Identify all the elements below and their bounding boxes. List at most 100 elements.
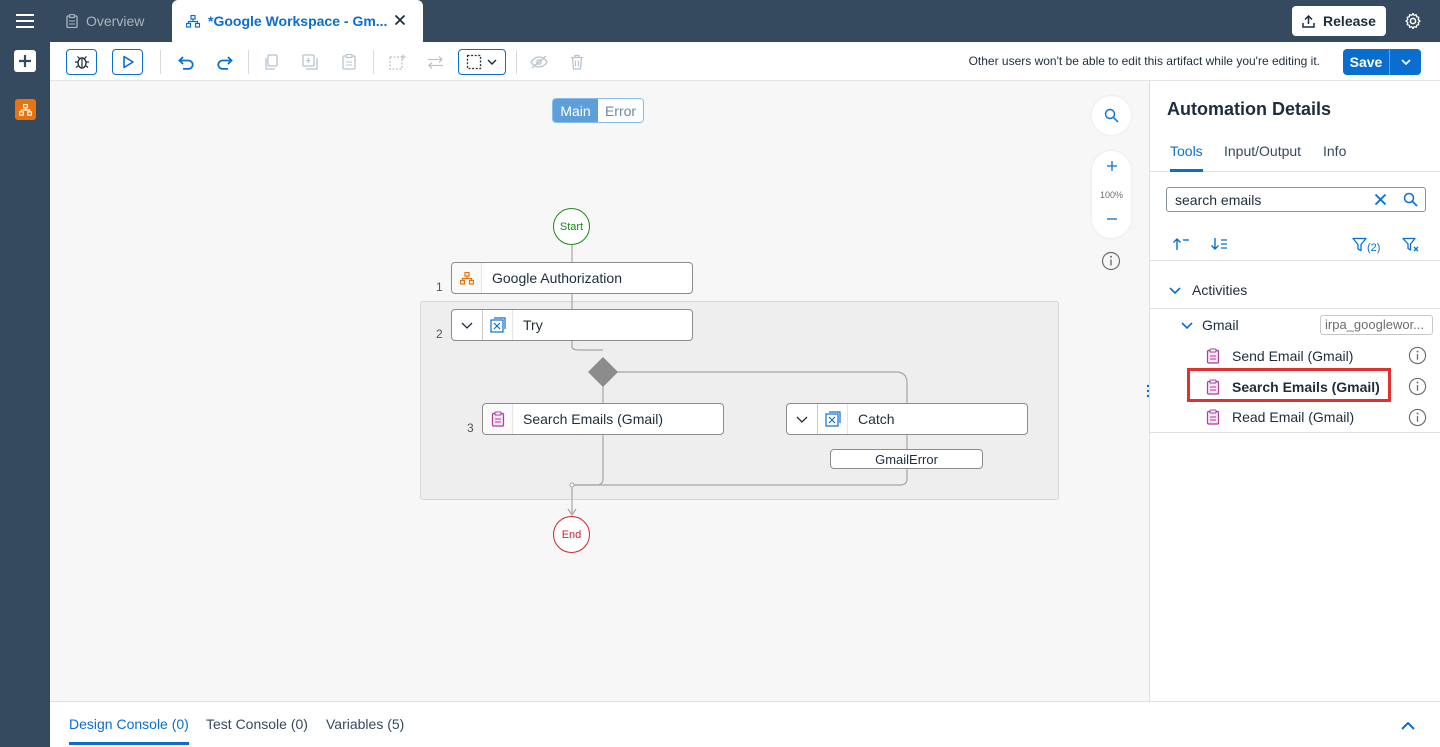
error-type-chip[interactable]: GmailError <box>830 449 983 469</box>
tab-test-console[interactable]: Test Console (0) <box>206 716 308 732</box>
flow-canvas[interactable]: Main Error Start End 1 Google Authorizat… <box>50 81 1148 701</box>
tool-search-emails[interactable]: Search Emails (Gmail) <box>1150 371 1440 402</box>
filter-count: (2) <box>1367 242 1381 254</box>
release-button[interactable]: Release <box>1292 6 1386 36</box>
expand-console-button[interactable] <box>1398 716 1420 738</box>
add-frame-icon <box>388 54 405 70</box>
selection-mode-dropdown[interactable] <box>458 49 506 75</box>
copy-icon <box>264 53 278 70</box>
save-options-button[interactable] <box>1390 49 1421 75</box>
add-artifact-button[interactable] <box>14 50 36 72</box>
package-name-badge: irpa_googlewor... <box>1320 315 1433 335</box>
tools-sort-toolbar: (2) <box>1150 231 1440 261</box>
duplicate-button[interactable] <box>297 49 323 75</box>
flow-connectors <box>567 245 908 517</box>
toolbar-separator <box>160 50 161 74</box>
node-label: Catch <box>858 411 895 427</box>
chevron-up-icon <box>1401 721 1415 730</box>
close-icon <box>1374 193 1386 206</box>
add-group-button[interactable] <box>384 49 410 75</box>
search-submit-button[interactable] <box>1395 188 1425 211</box>
info-icon <box>1408 377 1427 396</box>
zoom-out-button[interactable] <box>1106 212 1118 230</box>
collapse-all-button[interactable] <box>1172 233 1190 255</box>
side-navigation <box>0 42 50 747</box>
start-node[interactable]: Start <box>553 208 590 245</box>
filter-icon <box>1352 237 1367 251</box>
toolbar-separator <box>516 50 517 74</box>
tools-search-input[interactable]: search emails <box>1166 187 1426 212</box>
tab-tools[interactable]: Tools <box>1170 143 1203 172</box>
resize-handle-icon[interactable] <box>1145 383 1151 399</box>
disable-button[interactable] <box>526 49 552 75</box>
swap-button[interactable] <box>422 49 448 75</box>
play-icon <box>122 55 134 69</box>
tool-read-email[interactable]: Read Email (Gmail) <box>1150 402 1440 433</box>
undo-button[interactable] <box>173 49 199 75</box>
tool-info-button[interactable] <box>1408 346 1427 368</box>
node-google-authorization[interactable]: Google Authorization <box>451 262 693 294</box>
canvas-search-button[interactable] <box>1092 96 1131 135</box>
delete-button[interactable] <box>564 49 590 75</box>
copy-button[interactable] <box>258 49 284 75</box>
zoom-in-button[interactable] <box>1106 159 1118 177</box>
tool-send-email[interactable]: Send Email (Gmail) <box>1150 340 1440 371</box>
activity-clipboard-icon <box>1202 406 1224 428</box>
shell-header: Overview *Google Workspace - Gm... Relea… <box>0 0 1440 42</box>
clear-filter-icon <box>1402 237 1419 251</box>
nav-automation[interactable] <box>15 99 36 120</box>
tool-info-button[interactable] <box>1408 408 1427 430</box>
panel-title: Automation Details <box>1167 99 1332 119</box>
segment-error[interactable]: Error <box>598 99 643 122</box>
redo-button[interactable] <box>211 49 237 75</box>
tool-label: Read Email (Gmail) <box>1232 409 1355 425</box>
tab-info[interactable]: Info <box>1323 143 1347 159</box>
clear-search-button[interactable] <box>1365 188 1395 211</box>
info-icon <box>1408 408 1427 427</box>
clear-filter-button[interactable] <box>1402 233 1420 255</box>
flow-segmented-button: Main Error <box>552 98 644 123</box>
collapse-toggle[interactable] <box>452 310 483 340</box>
tab-input-output[interactable]: Input/Output <box>1224 143 1302 159</box>
tab-variables[interactable]: Variables (5) <box>326 716 405 732</box>
tool-info-button[interactable] <box>1408 377 1427 399</box>
zoom-level[interactable]: 100% <box>1099 189 1124 200</box>
sort-ascending-icon <box>1173 238 1189 250</box>
paste-button[interactable] <box>336 49 362 75</box>
close-tab-button[interactable] <box>391 11 409 32</box>
segment-main[interactable]: Main <box>553 99 598 122</box>
sitemap-icon <box>459 271 474 285</box>
tab-overview[interactable]: Overview <box>58 0 170 42</box>
node-search-emails[interactable]: Search Emails (Gmail) <box>482 403 724 435</box>
bug-icon <box>74 56 89 69</box>
search-input-value[interactable]: search emails <box>1175 191 1262 208</box>
end-node[interactable]: End <box>553 516 590 553</box>
redo-icon <box>216 55 233 70</box>
save-label[interactable]: Save <box>1343 49 1390 75</box>
run-button[interactable] <box>112 49 143 75</box>
tab-google-workspace[interactable]: *Google Workspace - Gm... <box>172 0 423 42</box>
node-try[interactable]: Try <box>451 309 693 341</box>
panel-tab-bar: Tools Input/Output Info <box>1150 139 1440 172</box>
marquee-select-icon <box>466 54 482 70</box>
tab-overview-label: Overview <box>86 13 145 29</box>
node-icon <box>818 404 848 434</box>
gmail-group-header[interactable]: Gmail irpa_googlewor... <box>1150 311 1440 339</box>
console-bar: Design Console (0) Test Console (0) Vari… <box>50 701 1440 747</box>
menu-button[interactable] <box>0 0 50 42</box>
filter-button[interactable]: (2) <box>1352 233 1380 255</box>
node-catch[interactable]: Catch <box>786 403 1028 435</box>
try-catch-icon <box>489 317 506 333</box>
sort-button[interactable] <box>1210 233 1228 255</box>
save-button[interactable]: Save <box>1343 49 1421 75</box>
tab-design-console[interactable]: Design Console (0) <box>69 716 189 745</box>
chevron-down-icon <box>487 59 497 65</box>
activities-label: Activities <box>1192 281 1248 298</box>
debug-button[interactable] <box>66 49 97 75</box>
activities-section-header[interactable]: Activities <box>1150 271 1440 309</box>
settings-button[interactable] <box>1400 8 1426 34</box>
canvas-info-button[interactable] <box>1101 251 1121 271</box>
node-icon <box>483 310 513 340</box>
collapse-toggle[interactable] <box>787 404 818 434</box>
minus-icon <box>1106 218 1117 220</box>
